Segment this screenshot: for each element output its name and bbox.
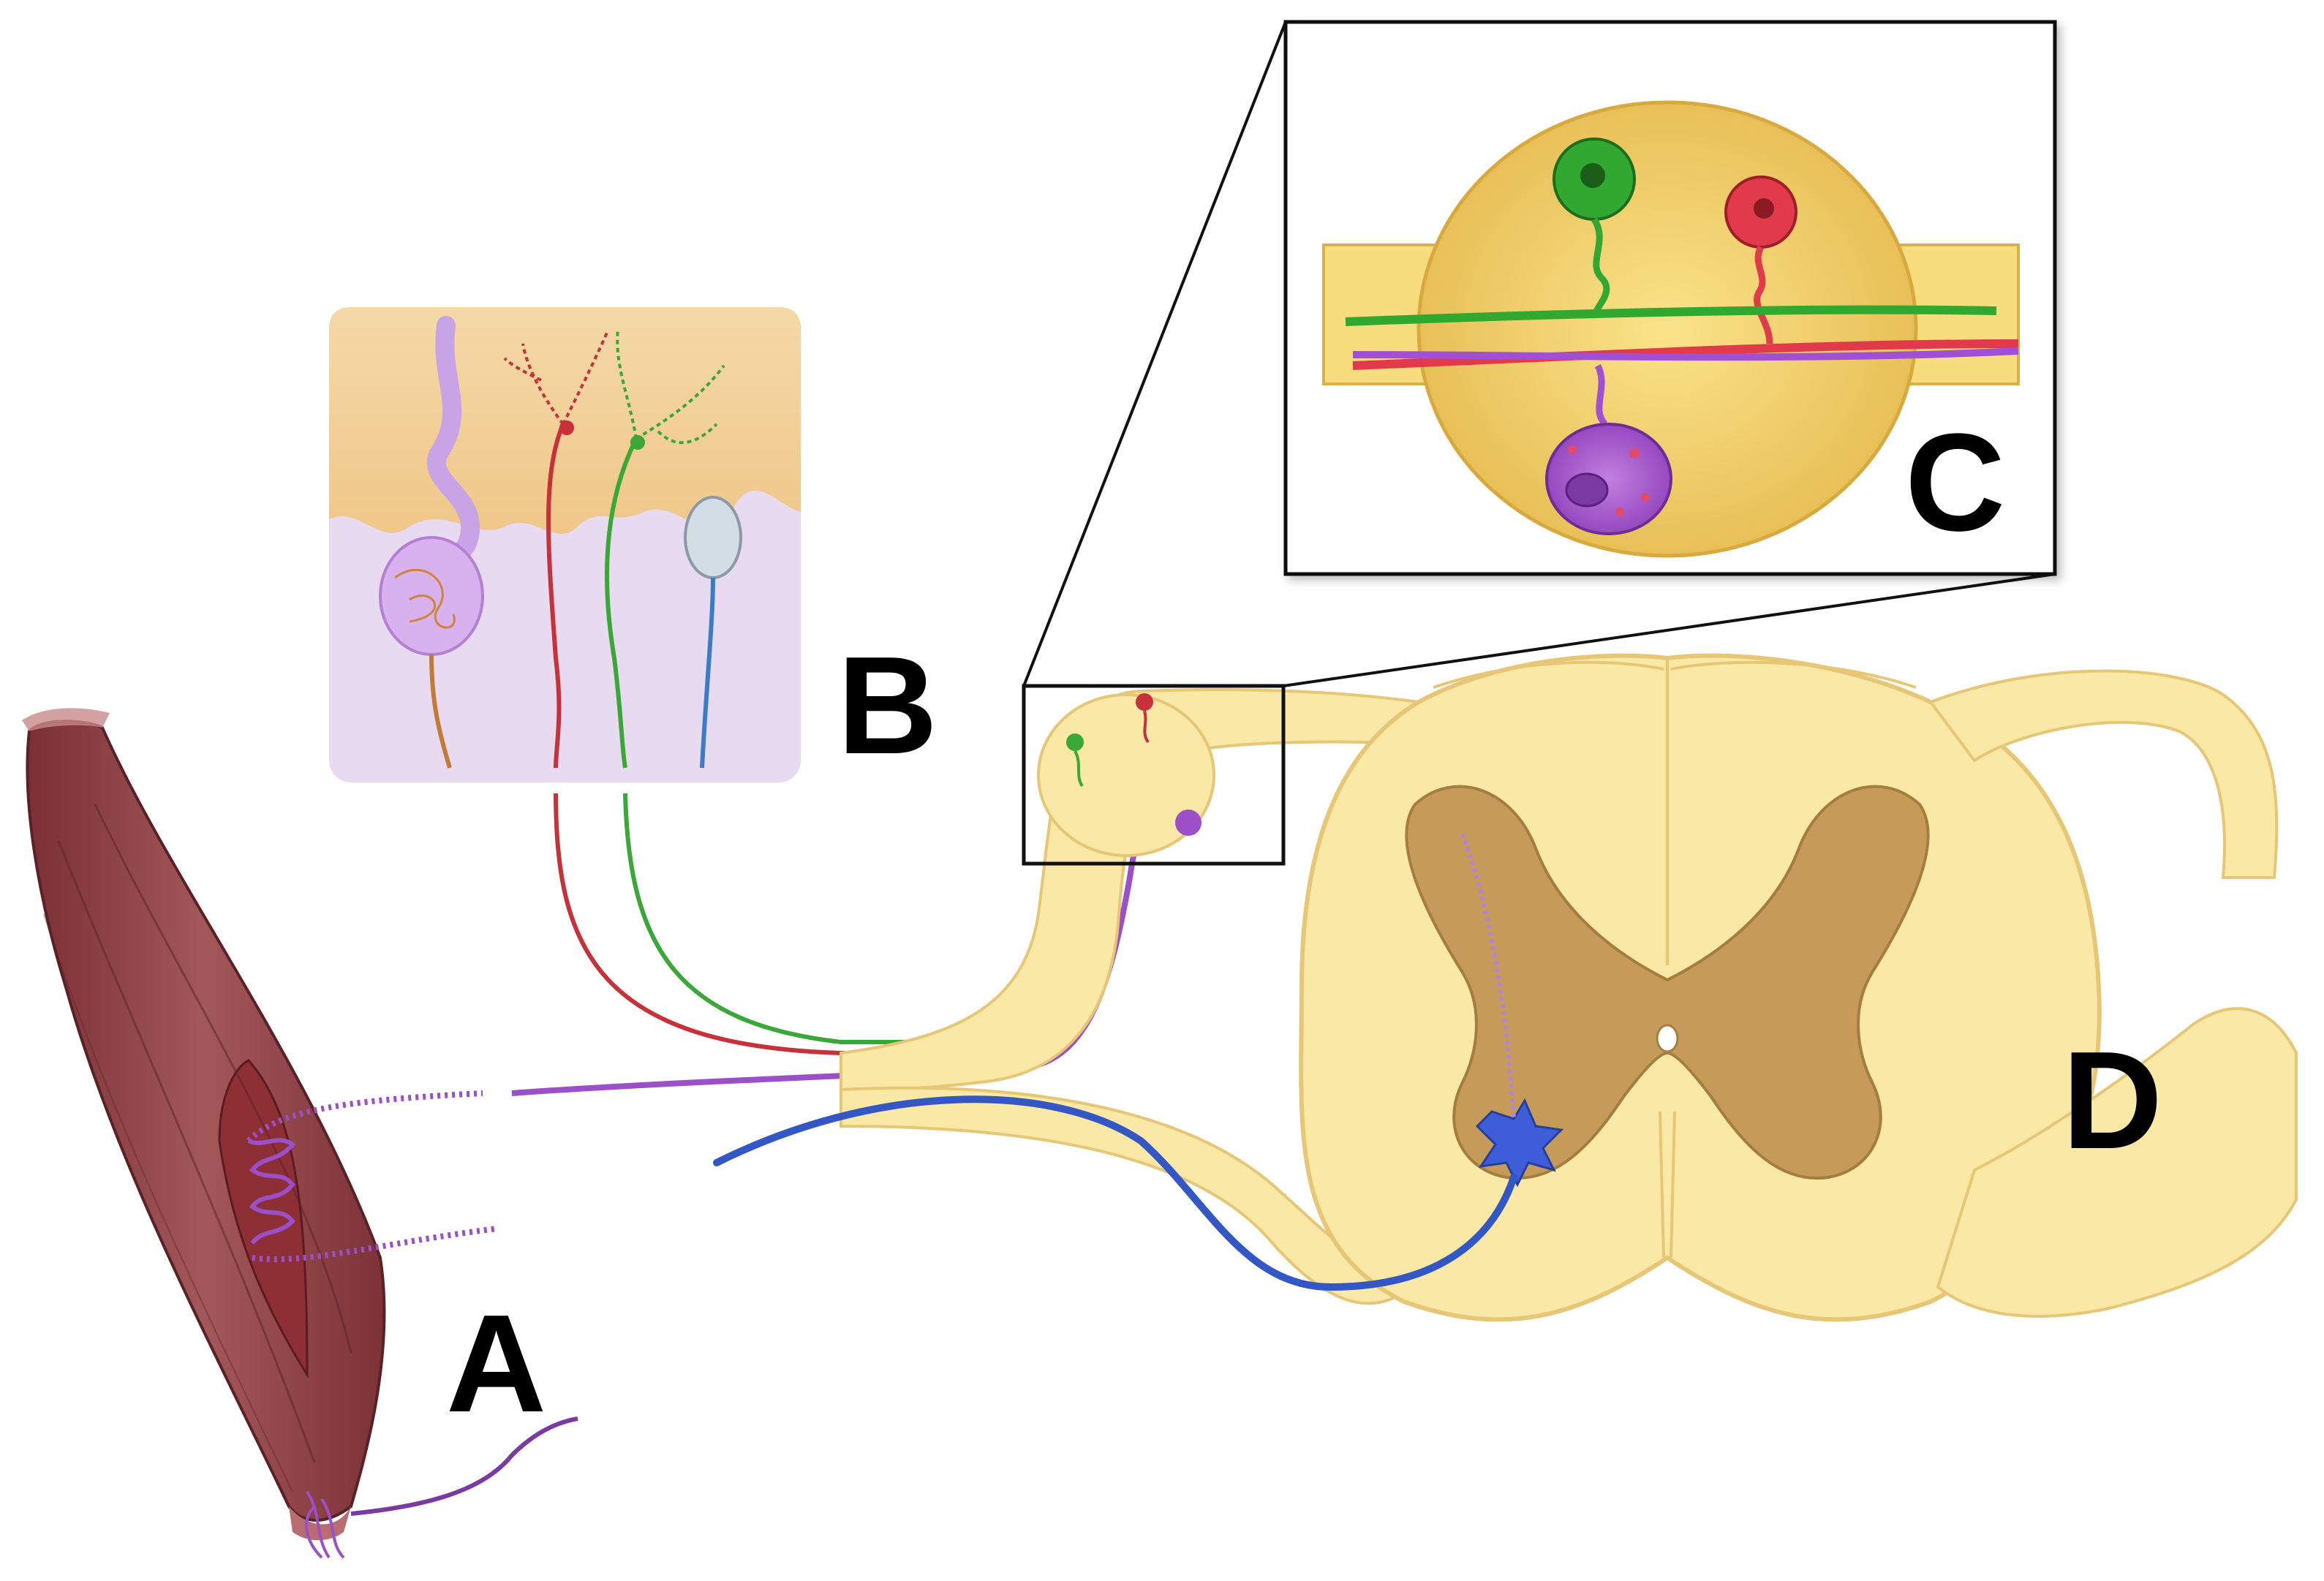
free-nerve-branches-red [503,332,608,426]
ganglion-zoom-box [1022,684,1286,866]
central-canal [1656,1024,1679,1053]
inset-stem-red [1754,245,1773,344]
inset-purple-granule-3 [1615,507,1624,516]
spinal-cord-gray-matter [1405,785,1930,1180]
muscle-afferent-fiber-upper [246,1090,483,1143]
right-ventral-root [1936,1007,2298,1318]
panel-a-label: A [446,1286,546,1441]
zoom-line-bottom [1283,573,2056,687]
red-ending-terminal [559,420,574,435]
muscle-tendon-top [22,708,110,731]
free-nerve-ending-red [546,423,565,769]
inset-cell-purple-nucleus [1565,472,1609,507]
green-ending-terminal [630,435,645,450]
dorsal-root-ganglion [1037,693,1215,857]
ganglion-cell-purple [1175,810,1201,836]
inset-purple-granule-4 [1568,445,1577,454]
right-dorsal-root [1928,669,2279,879]
zoom-line-top [1022,21,1287,687]
ruffini-corpuscle [379,536,484,656]
meissner-afferent-blue [700,577,715,769]
inset-stem-green [1591,217,1610,319]
dorsal-column-ridge [1433,660,1917,689]
ganglion-stem-green [1074,750,1084,788]
tendon-organ-afferent [350,1416,578,1516]
muscle-belly [26,720,386,1522]
inset-purple-granule-2 [1641,493,1650,502]
free-nerve-branches-green [616,328,725,445]
inset-stem-purple [1594,363,1608,427]
golgi-tendon-organ [305,1490,345,1559]
inset-axon-purple [1352,347,2019,361]
ganglion-cell-green [1066,733,1084,751]
panel-d-spinal-cord-group: D [713,653,2298,1322]
ganglion-stem-red [1143,710,1150,744]
muscle-striation-3 [43,913,293,1493]
inset-cell-purple [1545,423,1672,535]
motor-axon-blue [713,1095,1517,1291]
panel-c-label: C [1905,405,2005,560]
muscle-striation-2 [94,804,352,1354]
inset-cell-green-nucleus [1580,163,1605,188]
panel-b-skin-group: B [329,307,937,783]
ganglion-cell-red [1136,693,1153,711]
ruffini-nerve-ending [394,568,456,629]
inset-axon-green [1345,305,1997,326]
muscle-afferent-fiber-lower [252,1226,498,1262]
muscle-striation-1 [57,840,316,1463]
meissner-corpuscle [684,496,742,579]
panel-b-label: B [837,628,937,783]
muscle-tendon-bottom [289,1506,351,1541]
inset-purple-granule-1 [1629,448,1640,459]
panel-c-content: C [1322,100,2020,560]
muscle-spindle-coil [247,1138,296,1245]
panel-d-label: D [2062,1023,2162,1178]
inset-cell-red-nucleus [1754,198,1774,219]
panel-a-muscle-group: A [22,708,578,1559]
ruffini-afferent-orange [429,654,452,769]
ventral-median-fissure [1659,1111,1676,1259]
free-nerve-ending-green [605,437,638,769]
inset-axon-red [1352,339,2019,370]
motor-neuron-soma [1475,1098,1564,1188]
dorsal-root-ganglion-group [1037,693,1215,857]
